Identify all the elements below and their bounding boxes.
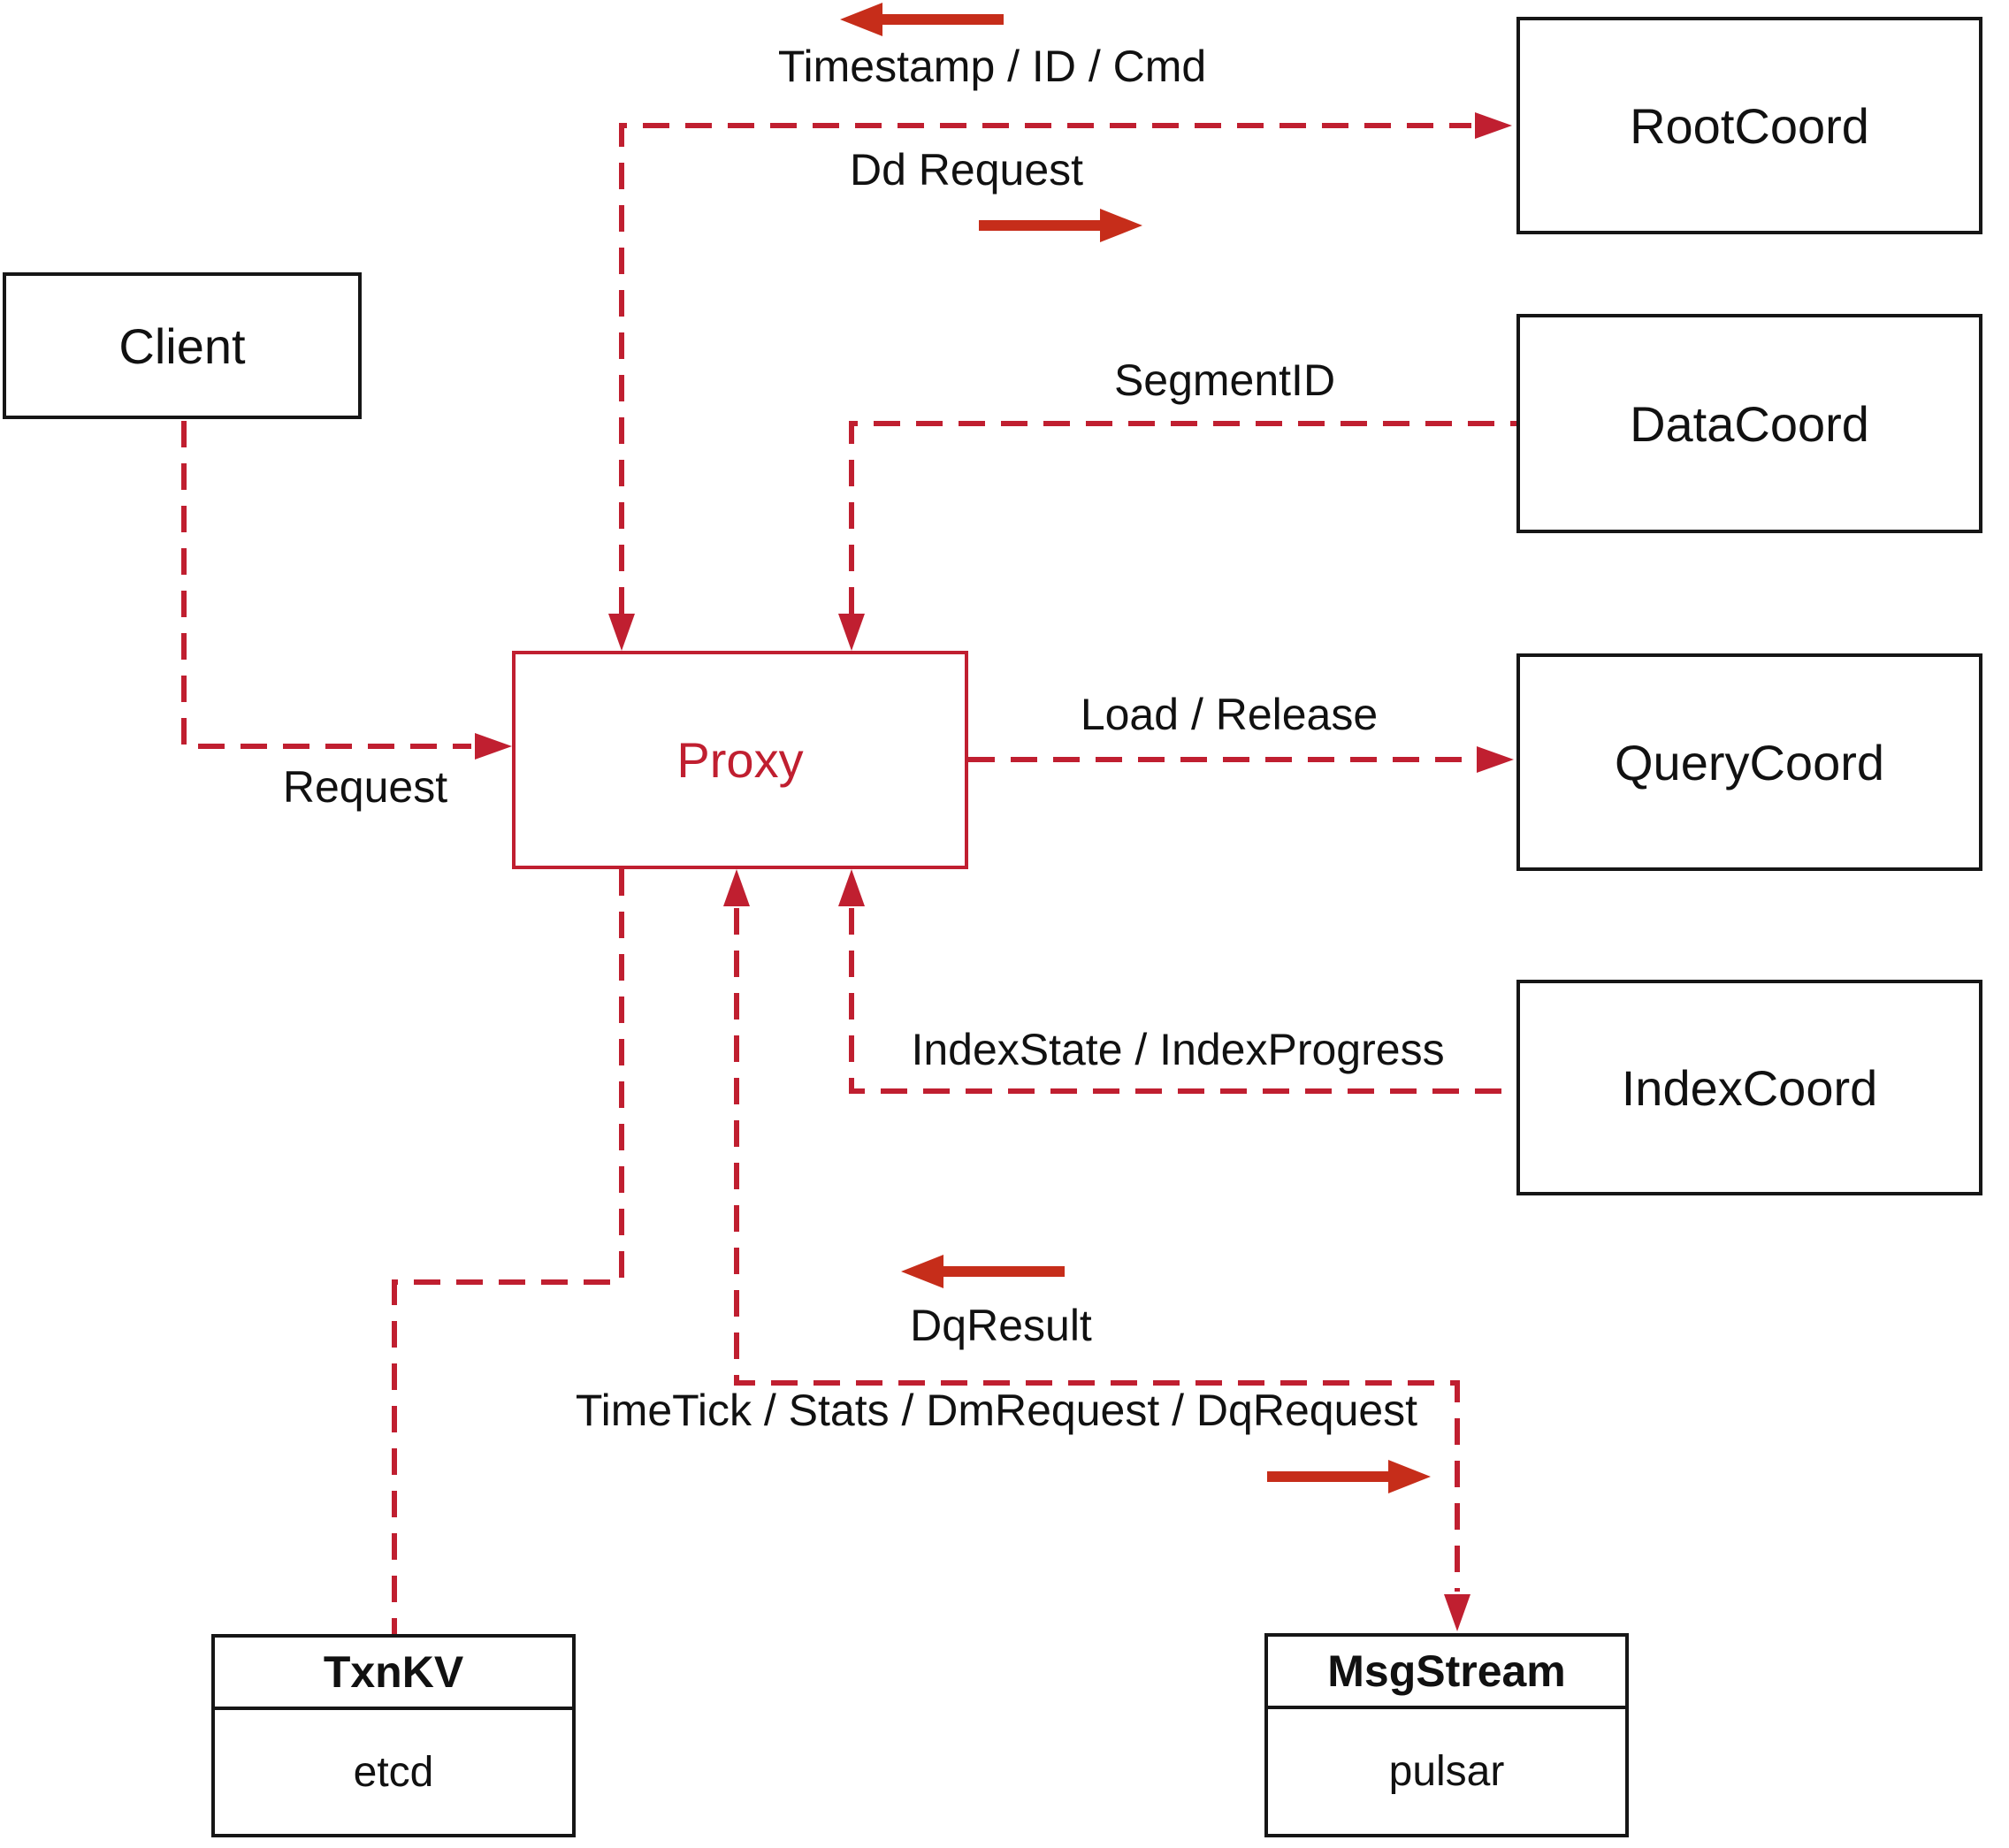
node-querycoord: QueryCoord: [1516, 653, 1982, 871]
direction-arrow-left-dqresult: [901, 1255, 1065, 1288]
arrowhead-into-msgstream: [1444, 1594, 1470, 1631]
edge-label-request: Request: [282, 762, 448, 812]
node-txnkv-impl-label: etcd: [353, 1748, 434, 1796]
node-msgstream-impl-label: pulsar: [1388, 1748, 1505, 1795]
arrowhead-into-proxy-top-right: [838, 614, 865, 651]
arrowhead-into-proxy-top-left: [608, 614, 635, 651]
connector-datacoord-proxy: [849, 421, 1516, 614]
edge-label-load-release: Load / Release: [1080, 690, 1379, 739]
direction-arrow-right-timetick: [1267, 1460, 1431, 1493]
node-msgstream-title: MsgStream: [1268, 1637, 1625, 1709]
arrowhead-into-rootcoord: [1475, 112, 1512, 139]
node-datacoord-label: DataCoord: [1630, 395, 1869, 452]
arrowhead-into-proxy-left: [475, 733, 512, 760]
node-datacoord: DataCoord: [1516, 314, 1982, 533]
node-msgstream-impl: pulsar: [1268, 1709, 1625, 1834]
edge-label-dq-result: DqResult: [910, 1301, 1092, 1350]
direction-arrow-right-dd-request: [979, 209, 1142, 242]
connector-proxy-rootcoord: [619, 123, 1471, 614]
arrowhead-into-proxy-bottom-left: [723, 869, 750, 906]
edge-label-segment-id: SegmentID: [1113, 355, 1336, 405]
node-msgstream-title-label: MsgStream: [1327, 1646, 1566, 1696]
node-msgstream: MsgStream pulsar: [1264, 1633, 1629, 1837]
node-querycoord-label: QueryCoord: [1614, 734, 1885, 790]
edge-label-dd-request: Dd Request: [849, 145, 1084, 195]
node-rootcoord: RootCoord: [1516, 17, 1982, 234]
connector-proxy-msgstream: [734, 908, 1460, 1592]
node-rootcoord-label: RootCoord: [1630, 97, 1869, 154]
node-client-label: Client: [118, 317, 246, 374]
node-txnkv: TxnKV etcd: [211, 1634, 576, 1837]
node-indexcoord: IndexCoord: [1516, 980, 1982, 1195]
node-proxy-label: Proxy: [676, 732, 804, 788]
edge-label-index-state-progress: IndexState / IndexProgress: [911, 1025, 1445, 1074]
edge-label-timetick-stats: TimeTick / Stats / DmRequest / DqRequest: [575, 1386, 1418, 1435]
direction-arrow-left-timestamp: [840, 3, 1004, 36]
node-txnkv-impl: etcd: [215, 1710, 572, 1834]
connector-client-proxy: [181, 421, 471, 749]
edge-label-timestamp-id-cmd: Timestamp / ID / Cmd: [777, 42, 1207, 91]
connector-proxy-txnkv: [392, 869, 624, 1634]
node-indexcoord-label: IndexCoord: [1621, 1059, 1878, 1116]
arrowhead-into-proxy-bottom-right: [838, 869, 865, 906]
node-txnkv-title: TxnKV: [215, 1638, 572, 1710]
node-client: Client: [3, 272, 362, 419]
node-proxy: Proxy: [512, 651, 968, 869]
node-txnkv-title-label: TxnKV: [323, 1647, 464, 1697]
arrowhead-into-querycoord: [1477, 746, 1514, 773]
